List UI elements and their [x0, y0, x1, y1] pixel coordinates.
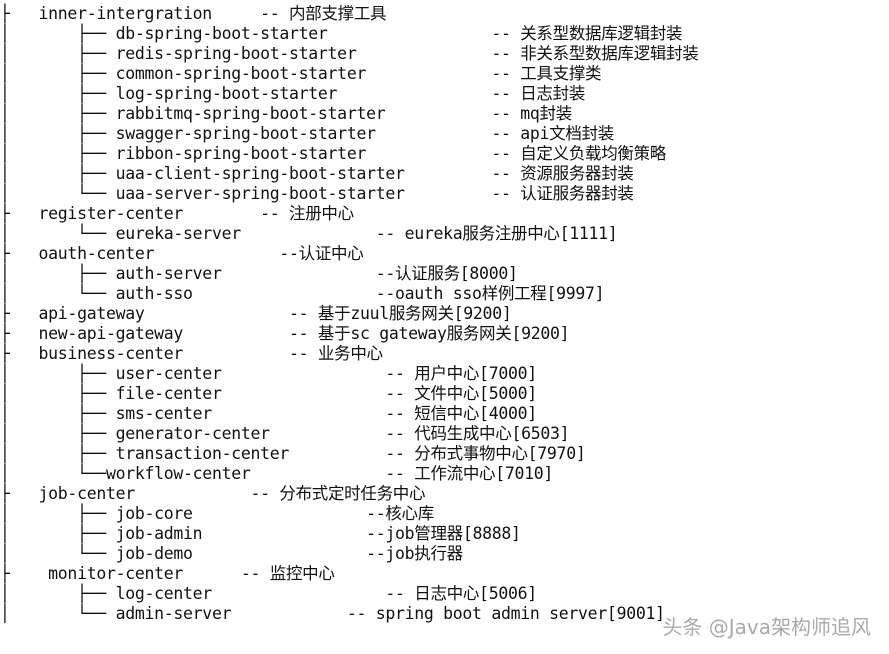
tree-line: ├ new-api-gateway -- 基于sc gateway服务网关[92… [0, 324, 570, 343]
tree-line: │ ├── auth-server --认证服务[8000] [0, 264, 518, 283]
tree-line: │ ├── ribbon-spring-boot-starter -- 自定义负… [0, 144, 667, 163]
tree-line: │ └── uaa-server-spring-boot-starter -- … [0, 184, 634, 203]
tree-line: │ ├── uaa-client-spring-boot-starter -- … [0, 164, 634, 183]
tree-line: │ ├── rabbitmq-spring-boot-starter -- mq… [0, 104, 572, 123]
tree-line: │ ├── job-core --核心库 [0, 504, 434, 523]
tree-line: ├ inner-intergration -- 内部支撑工具 [0, 4, 387, 23]
tree-line: │ ├── generator-center -- 代码生成中心[6503] [0, 424, 570, 443]
tree-line: │ ├── user-center -- 用户中心[7000] [0, 364, 537, 383]
tree-line: │ └── eureka-server -- eureka服务注册中心[1111… [0, 224, 618, 243]
tree-line: │ ├── db-spring-boot-starter -- 关系型数据库逻辑… [0, 24, 683, 43]
tree-line: │ ├── common-spring-boot-starter -- 工具支撑… [0, 64, 602, 83]
tree-line: ├ monitor-center -- 监控中心 [0, 564, 335, 583]
tree-line: │ ├── transaction-center -- 分布式事物中心[7970… [0, 444, 586, 463]
watermark: 头条 @Java架构师追风 [662, 615, 871, 639]
tree-line: ├ oauth-center --认证中心 [0, 244, 364, 263]
tree-line: │ ├── log-spring-boot-starter -- 日志封装 [0, 84, 586, 103]
tree-line: ├ register-center -- 注册中心 [0, 204, 354, 223]
tree-line: │ ├── redis-spring-boot-starter -- 非关系型数… [0, 44, 699, 63]
tree-line: ├ api-gateway -- 基于zuul服务网关[9200] [0, 304, 512, 323]
tree-line: │ ├── swagger-spring-boot-starter -- api… [0, 124, 614, 143]
tree-line: │ └──workflow-center -- 工作流中心[7010] [0, 464, 554, 483]
tree-line: │ └── job-demo --job执行器 [0, 544, 463, 563]
tree-line: ├ job-center -- 分布式定时任务中心 [0, 484, 426, 503]
tree-line: │ └── auth-sso --oauth sso样例工程[9997] [0, 284, 605, 303]
tree-line: │ ├── job-admin --job管理器[8888] [0, 524, 521, 543]
tree-line: ├ business-center -- 业务中心 [0, 344, 383, 363]
directory-tree: ├ inner-intergration -- 内部支撑工具│ ├── db-s… [0, 4, 699, 624]
tree-line: │ ├── log-center -- 日志中心[5006] [0, 584, 537, 603]
tree-line: │ ├── file-center -- 文件中心[5000] [0, 384, 537, 403]
tree-line: │ └── admin-server -- spring boot admin … [0, 604, 665, 623]
tree-line: │ ├── sms-center -- 短信中心[4000] [0, 404, 537, 423]
